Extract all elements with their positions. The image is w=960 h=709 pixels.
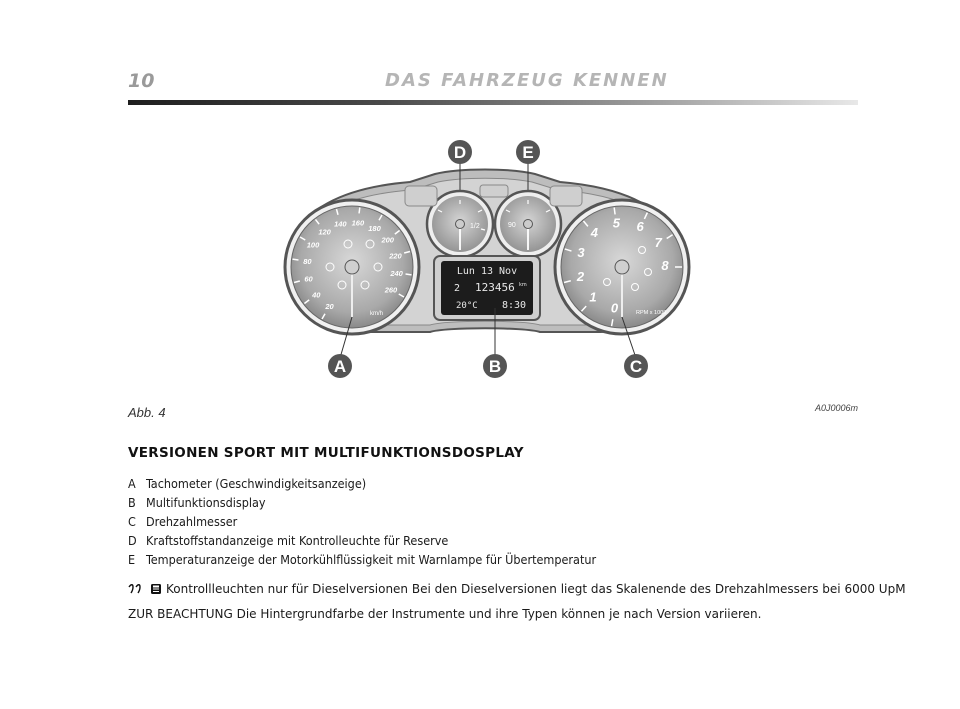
tachometer-tick	[580, 305, 587, 312]
tachometer-tick	[613, 207, 616, 215]
fuel-gauge-mark: 1/2	[470, 223, 480, 230]
tachometer-tick-label: 5	[613, 215, 621, 230]
speedometer-tick-label: 220	[388, 251, 402, 260]
tachometer-tick-label: 1	[589, 290, 596, 305]
callout-a	[328, 354, 352, 378]
tachometer-tick-label: 3	[577, 245, 585, 260]
speedometer-tick-label: 100	[307, 241, 320, 250]
legend-item: C Drehzahlmesser	[128, 512, 868, 531]
callout-d	[448, 140, 472, 164]
glow-plug-icon	[128, 584, 141, 594]
tachometer-tick-label: 4	[590, 225, 599, 240]
svg-text:B: B	[489, 357, 501, 376]
diesel-note: Kontrollleuchten nur für Dieselversionen…	[128, 582, 906, 596]
legend-letter: E	[128, 552, 136, 567]
page-title: DAS FAHRZEUG KENNEN	[385, 70, 669, 91]
figure-label: Abb. 4	[128, 405, 166, 420]
legend-item: B Multifunktionsdisplay	[128, 493, 868, 512]
speedometer-tick-label: 140	[334, 220, 347, 229]
diesel-filter-icon	[151, 584, 161, 594]
legend-text: Multifunktionsdisplay	[146, 495, 266, 510]
display-trip-prefix: 2	[454, 283, 460, 294]
speedometer-tick-label: 80	[303, 257, 312, 266]
tachometer-unit: RPM x 1000	[636, 310, 666, 316]
header-rule	[128, 100, 858, 105]
speedometer-tick	[394, 229, 401, 235]
svg-text:E: E	[522, 143, 533, 162]
tachometer-tick-label: 6	[637, 219, 645, 234]
speedometer-tick-label: 60	[304, 275, 313, 284]
tachometer-tick	[563, 279, 572, 284]
speedometer-tick	[303, 299, 310, 305]
svg-text:C: C	[630, 357, 642, 376]
legend-item: A Tachometer (Geschwindigkeitsanzeige)	[128, 474, 868, 493]
display-date: Lun 13 Nov	[457, 266, 517, 277]
speedometer-tick	[405, 273, 412, 276]
callout-e	[516, 140, 540, 164]
speedometer-tick-label: 40	[311, 290, 321, 299]
svg-text:D: D	[454, 143, 466, 162]
speedometer-tick	[293, 280, 301, 284]
warning-note: ZUR BEACHTUNG Die Hintergrundfarbe der I…	[128, 607, 762, 621]
legend-item: D Kraftstoffstandanzeige mit Kontrolleuc…	[128, 531, 868, 550]
temperature-gauge-mark: 90	[508, 222, 516, 229]
display-odometer-unit: km	[519, 282, 527, 288]
speedometer-tick	[403, 250, 411, 254]
speedometer-tick	[314, 218, 320, 225]
tachometer-tick-label: 2	[576, 269, 585, 284]
speedometer-tick	[398, 293, 405, 298]
tachometer-tick	[610, 319, 614, 327]
legend-item: E Temperaturanzeige der Motorkühlflüssig…	[128, 550, 868, 569]
tachometer-tick	[564, 248, 572, 252]
svg-text:A: A	[334, 357, 346, 376]
multifunction-display	[441, 261, 533, 315]
speedometer-tick	[321, 313, 326, 320]
legend-letter: C	[128, 514, 136, 529]
speedometer-tick-label: 160	[352, 218, 365, 227]
tachometer-tick-label: 7	[655, 235, 663, 250]
legend-list: A Tachometer (Geschwindigkeitsanzeige) B…	[128, 474, 868, 569]
tachometer-tick	[582, 220, 589, 227]
legend-letter: D	[128, 533, 137, 548]
speedometer-tick-label: 20	[324, 302, 334, 311]
legend-text: Kraftstoffstandanzeige mit Kontrolleucht…	[146, 533, 449, 548]
tachometer-tick-label: 0	[611, 300, 619, 315]
display-odometer: 123456	[475, 281, 515, 294]
speedometer-tick-label: 240	[389, 269, 403, 278]
legend-letter: A	[128, 476, 136, 491]
speedometer-tick-label: 200	[380, 236, 394, 245]
legend-letter: B	[128, 495, 136, 510]
callout-c	[624, 354, 648, 378]
tachometer-tick	[666, 234, 674, 240]
legend-text: Tachometer (Geschwindigkeitsanzeige)	[146, 476, 367, 491]
legend-text: Temperaturanzeige der Motorkühlflüssigke…	[146, 552, 597, 567]
speedometer-tick-label: 260	[384, 286, 398, 295]
speedometer-tick	[358, 207, 361, 214]
display-temperature: 20°C	[456, 301, 478, 311]
figure-code: A0J0006m	[814, 403, 858, 413]
speedometer-tick	[299, 236, 306, 241]
legend-text: Drehzahlmesser	[146, 514, 238, 529]
speedometer-unit: km/h	[370, 311, 383, 317]
speedometer-tick	[292, 258, 299, 261]
speedometer-tick	[378, 214, 383, 221]
speedometer-tick-label: 120	[318, 227, 331, 236]
callout-b	[483, 354, 507, 378]
page-number: 10	[128, 70, 155, 92]
tachometer-tick-label: 8	[661, 258, 669, 273]
display-time: 8:30	[502, 300, 526, 311]
speedometer-tick-label: 180	[368, 224, 381, 233]
speedometer-tick	[335, 208, 339, 216]
tachometer-tick	[643, 212, 649, 220]
section-title: VERSIONEN SPORT MIT MULTIFUNKTIONSDOSPLA…	[128, 445, 524, 461]
diesel-note-text: Kontrollleuchten nur für Dieselversionen…	[166, 582, 906, 596]
